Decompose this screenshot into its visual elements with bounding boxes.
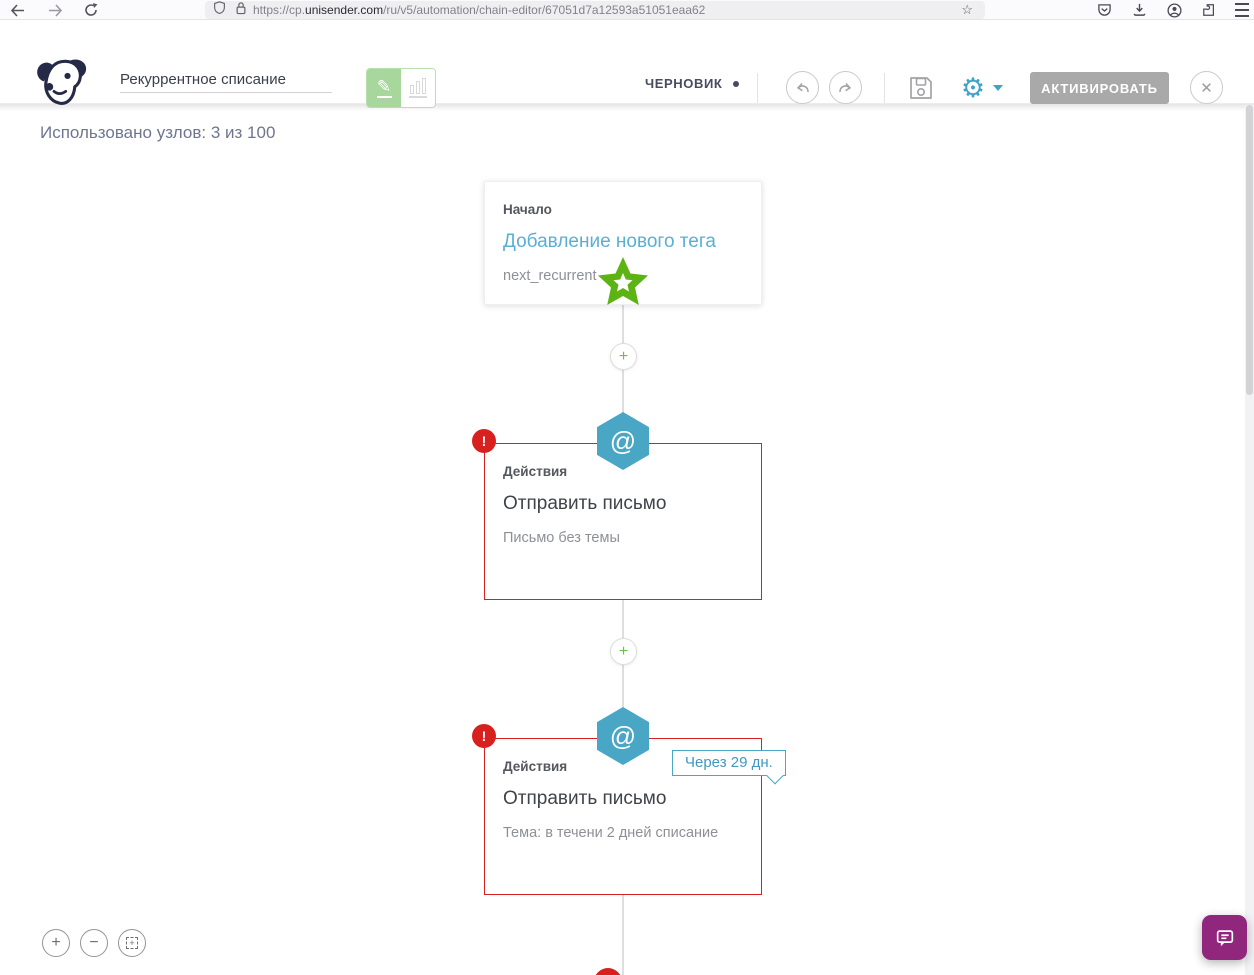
url-text: https://cp.unisender.com/ru/v5/automatio… <box>253 3 706 17</box>
bookmark-star-icon[interactable]: ☆ <box>961 2 973 17</box>
extensions-icon[interactable] <box>1197 0 1221 20</box>
url-bar[interactable]: https://cp.unisender.com/ru/v5/automatio… <box>205 1 985 19</box>
node-title: Отправить письмо <box>503 493 667 514</box>
minus-icon: − <box>89 934 99 951</box>
add-node-button[interactable]: + <box>610 638 637 665</box>
zoom-out-button[interactable]: − <box>80 929 108 957</box>
delay-tooltip: Через 29 дн. <box>672 750 786 785</box>
divider <box>884 73 885 103</box>
unisender-dog-logo[interactable] <box>34 56 92 114</box>
lock-icon[interactable] <box>235 1 247 20</box>
header-shadow <box>0 104 1254 111</box>
automation-title-input[interactable] <box>120 67 332 93</box>
pocket-icon[interactable] <box>1092 0 1116 20</box>
status-label: ЧЕРНОВИК <box>645 76 723 91</box>
node-subtitle: next_recurrent <box>503 268 597 284</box>
chat-bubble-icon <box>1216 929 1233 946</box>
plus-icon: + <box>51 934 61 951</box>
node-title: Добавление нового тега <box>503 231 716 252</box>
status-dot-icon <box>733 80 740 87</box>
divider <box>757 73 758 103</box>
pencil-icon: ✎ <box>376 76 392 96</box>
scrollbar-track <box>1245 105 1254 975</box>
save-icon[interactable] <box>905 72 937 104</box>
reload-icon[interactable] <box>78 0 104 20</box>
node-subtitle: Тема: в течени 2 дней списание <box>503 825 719 841</box>
chat-widget-button[interactable] <box>1202 915 1247 960</box>
bar-chart-icon <box>409 78 427 95</box>
error-badge-icon: ! <box>472 724 496 748</box>
mode-toggle: ✎ <box>366 68 436 108</box>
close-button[interactable]: ✕ <box>1190 71 1223 104</box>
node-category: Начало <box>503 202 552 217</box>
node-category: Действия <box>503 464 568 479</box>
app-header: ✎ ЧЕРНОВИК ⚙ АКТИВИРОВАТЬ <box>0 21 1254 108</box>
plus-icon: + <box>618 347 629 365</box>
chevron-down-icon <box>993 85 1004 91</box>
fit-screen-icon: + <box>126 937 138 949</box>
node-category: Действия <box>503 759 568 774</box>
zoom-controls: + − + <box>42 929 156 957</box>
connector-line <box>622 895 624 975</box>
edit-mode-tab[interactable]: ✎ <box>367 69 401 107</box>
settings-dropdown-button[interactable]: ⚙ <box>956 72 1008 104</box>
next-node-error-badge-icon <box>594 968 622 975</box>
activate-button[interactable]: АКТИВИРОВАТЬ <box>1030 72 1169 104</box>
gear-icon: ⚙ <box>960 72 986 104</box>
browser-toolbar: https://cp.unisender.com/ru/v5/automatio… <box>0 0 1254 20</box>
download-icon[interactable] <box>1127 0 1151 20</box>
node-subtitle: Письмо без темы <box>503 530 620 546</box>
forward-icon[interactable] <box>42 0 68 20</box>
redo-button[interactable] <box>829 71 862 104</box>
zoom-in-button[interactable]: + <box>42 929 70 957</box>
chain-editor-canvas[interactable]: Использовано узлов: 3 из 100 + + Начало … <box>0 104 1254 975</box>
undo-button[interactable] <box>786 71 819 104</box>
account-icon[interactable] <box>1162 0 1186 20</box>
node-title: Отправить письмо <box>503 788 667 809</box>
menu-hamburger-icon[interactable] <box>1230 0 1254 20</box>
status-badge: ЧЕРНОВИК <box>645 42 740 125</box>
shield-permissions-icon[interactable] <box>213 0 226 20</box>
back-icon[interactable] <box>4 0 30 20</box>
start-trigger-star-icon <box>597 257 649 312</box>
close-icon: ✕ <box>1200 79 1213 97</box>
add-node-button[interactable]: + <box>610 343 637 370</box>
stats-mode-tab[interactable] <box>401 69 435 107</box>
scrollbar-thumb[interactable] <box>1246 105 1253 395</box>
zoom-fit-button[interactable]: + <box>118 929 146 957</box>
plus-icon: + <box>618 642 629 660</box>
nodes-used-counter: Использовано узлов: 3 из 100 <box>40 123 276 142</box>
error-badge-icon: ! <box>472 429 496 453</box>
